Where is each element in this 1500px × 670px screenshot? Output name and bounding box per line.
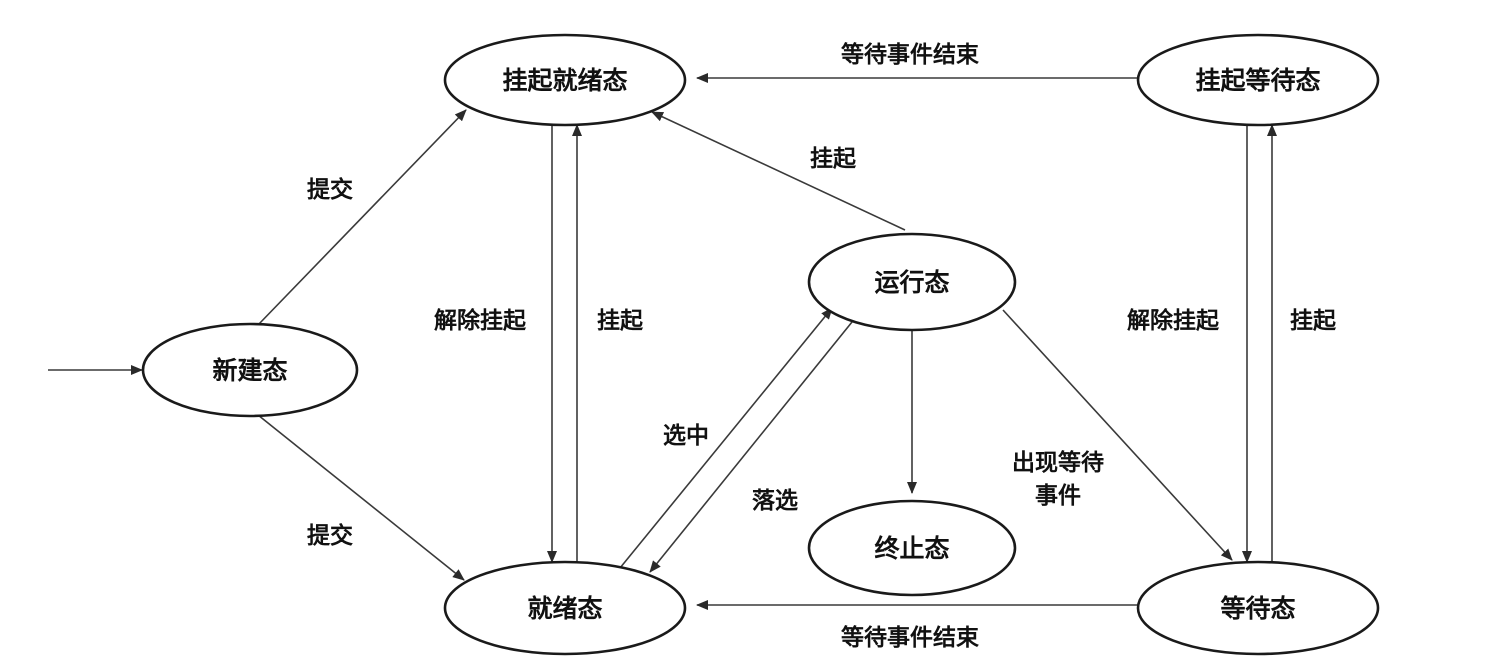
state-suspended-waiting-label: 挂起等待态 — [1195, 66, 1320, 95]
state-terminated-label: 终止态 — [874, 534, 949, 563]
label-suspend-from-running: 挂起 — [810, 146, 857, 172]
edge-ready-to-running — [619, 307, 833, 569]
label-submit-top: 提交 — [307, 176, 353, 203]
label-suspend-right: 挂起 — [1290, 308, 1337, 334]
edge-running-to-ready — [649, 321, 853, 573]
label-submit-bottom: 提交 — [307, 522, 353, 549]
state-new-label: 新建态 — [212, 356, 287, 385]
state-running-label: 运行态 — [874, 268, 949, 297]
state-waiting-label: 等待态 — [1220, 594, 1295, 623]
label-event-end-top: 等待事件结束 — [841, 41, 980, 68]
state-ready-label: 就绪态 — [527, 594, 602, 623]
state-suspended-waiting: 挂起等待态 — [1136, 33, 1380, 127]
label-unsuspend-right: 解除挂起 — [1127, 307, 1220, 334]
state-suspended-ready-label: 挂起就绪态 — [502, 66, 627, 95]
edge-new-to-ready — [257, 414, 465, 581]
label-unsuspend-left: 解除挂起 — [434, 307, 527, 334]
state-ready: 就绪态 — [443, 560, 687, 656]
label-event-end-bottom: 等待事件结束 — [841, 624, 980, 651]
label-wait-event-line1: 出现等待 — [1012, 449, 1104, 476]
label-wait-event-line2: 事件 — [1035, 483, 1081, 509]
edge-new-to-suspended-ready — [257, 109, 467, 326]
edge-running-to-suspended-ready — [651, 111, 906, 231]
label-suspend-left: 挂起 — [597, 308, 644, 334]
state-running: 运行态 — [807, 232, 1017, 332]
state-terminated: 终止态 — [807, 499, 1017, 597]
state-suspended-ready: 挂起就绪态 — [443, 33, 687, 127]
edge-running-to-waiting — [1002, 309, 1233, 561]
state-new: 新建态 — [141, 322, 359, 418]
label-selected: 选中 — [663, 423, 709, 449]
label-deselected: 落选 — [752, 488, 798, 514]
state-waiting: 等待态 — [1136, 560, 1380, 656]
